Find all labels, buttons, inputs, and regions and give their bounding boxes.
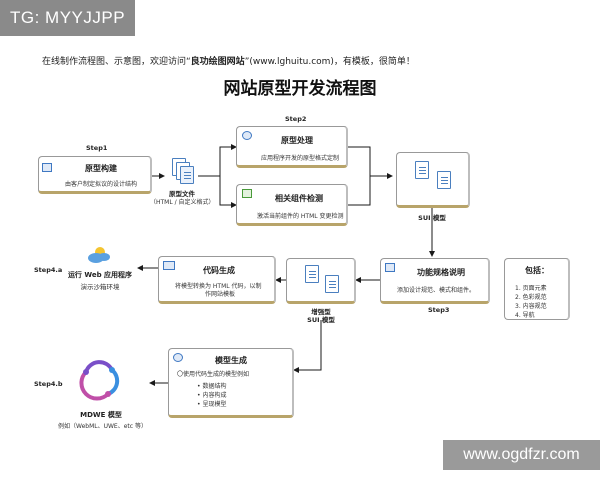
node-enhanced-sui-title-2: SUI 模型 — [307, 316, 335, 324]
node-function-spec[interactable]: 功能规格说明 添加设计规范、模式和组件。 — [380, 258, 490, 304]
node-prototype-build-title: 原型构建 — [85, 164, 117, 173]
watermark-bottom-right: www.ogdfzr.com — [443, 440, 600, 470]
node-sui-model-title: SUI 模型 — [418, 214, 446, 222]
code-window-icon — [163, 261, 175, 270]
spec-icon — [385, 263, 395, 272]
node-prototype-build-desc: 由客户制定拟议的设计结构 — [65, 181, 138, 188]
node-run-web-app-desc: 演示沙箱环境 — [80, 283, 120, 291]
node-code-gen-desc-1: 将模型转换为 HTML 代码，以制 — [175, 283, 262, 290]
step4a-label: Step4.a — [34, 266, 63, 274]
intro-site-name[interactable]: 良功绘图网站 — [190, 57, 245, 67]
includes-panel: 包括： 1. 页面元素 2. 色彩规范 3. 内容规范 4. 导航 — [504, 258, 570, 320]
model-gen-bullet: • 呈现模型 — [197, 401, 227, 408]
node-mdwe-desc: 例如（WebML、UWE、etc 等） — [58, 423, 147, 430]
prototype-file-desc: （HTML / 自定义格式） — [150, 199, 215, 206]
node-model-gen-title: 模型生成 — [215, 356, 247, 365]
sui-doc-1-icon — [415, 161, 429, 179]
includes-item: 1. 页面元素 — [515, 285, 547, 292]
node-enhanced-sui[interactable] — [286, 258, 356, 304]
includes-item: 2. 色彩规范 — [515, 294, 547, 301]
includes-list: 1. 页面元素 2. 色彩规范 3. 内容规范 4. 导航 — [515, 283, 547, 319]
node-function-spec-desc: 添加设计规范、模式和组件。 — [397, 287, 476, 294]
step2-label: Step2 — [285, 115, 307, 123]
node-prototype-process-title: 原型处理 — [281, 136, 313, 145]
step1-label: Step1 — [86, 144, 108, 152]
node-prototype-process[interactable]: 原型处理 应用程序开发的原型格式定制 — [236, 126, 348, 168]
node-run-web-app-title: 运行 Web 应用程序 — [67, 271, 133, 279]
watermark-top-left: TG: MYYJJPP — [0, 0, 135, 36]
node-model-gen[interactable]: 模型生成 〇使用代码生成的模型例如 • 数据结构 • 内容构成 • 呈现模型 — [168, 348, 294, 418]
prototype-file-title: 原型文件 — [169, 190, 195, 198]
node-sui-model[interactable] — [396, 152, 470, 208]
node-component-check-title: 相关组件检测 — [275, 194, 323, 203]
intro-text: 在线制作流程图、示意图，欢迎访问“良功绘图网站”(www.lghuitu.com… — [42, 54, 415, 67]
includes-item: 3. 内容规范 — [515, 303, 547, 310]
sui-doc-2-icon — [437, 171, 451, 189]
includes-item: 4. 导航 — [515, 312, 535, 319]
model-gen-bullets: • 数据结构 • 内容构成 • 呈现模型 — [197, 381, 226, 408]
node-prototype-build[interactable]: 原型构建 由客户制定拟议的设计结构 — [38, 156, 152, 194]
includes-title: 包括： — [525, 266, 549, 275]
node-component-check-desc: 激活当前组件的 HTML 变更检测 — [257, 213, 344, 220]
node-mdwe-title: MDWE 模型 — [80, 411, 122, 419]
diagram-title: 网站原型开发流程图 — [223, 79, 377, 99]
intro-prefix: 在线制作流程图、示意图，欢迎访问“ — [42, 57, 191, 67]
step3-label: Step3 — [428, 306, 450, 314]
node-enhanced-sui-title-1: 增强型 — [311, 308, 331, 316]
gear-icon — [242, 131, 252, 140]
node-model-gen-desc: 〇使用代码生成的模型例如 — [177, 371, 250, 378]
step4b-label: Step4.b — [34, 380, 63, 388]
enhanced-doc-2-icon — [325, 275, 339, 293]
intro-suffix: ”(www.lghuitu.com)，有模板，很简单！ — [244, 57, 415, 67]
model-gen-bullet: • 内容构成 — [197, 392, 227, 399]
node-code-gen-desc-2: 作网站模板 — [205, 291, 236, 298]
check-icon — [242, 189, 252, 198]
file-stack-front-icon — [180, 166, 194, 184]
node-code-gen-title: 代码生成 — [203, 266, 235, 275]
enhanced-doc-1-icon — [305, 265, 319, 283]
node-code-gen[interactable]: 代码生成 将模型转换为 HTML 代码，以制 作网站模板 — [158, 256, 276, 304]
refresh-icon — [173, 353, 183, 362]
document-list-icon — [42, 163, 52, 172]
node-prototype-process-desc: 应用程序开发的原型格式定制 — [261, 155, 340, 162]
node-function-spec-title: 功能规格说明 — [417, 268, 465, 277]
model-gen-bullet: • 数据结构 — [197, 383, 227, 390]
node-component-check[interactable]: 相关组件检测 激活当前组件的 HTML 变更检测 — [236, 184, 348, 226]
